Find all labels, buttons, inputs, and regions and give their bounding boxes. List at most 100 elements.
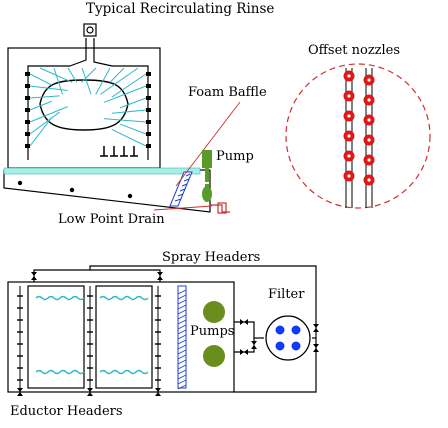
nozzle-center [347, 154, 351, 158]
baffle-hatch [177, 304, 187, 310]
nozzle-center [347, 94, 351, 98]
nozzle-center [347, 114, 351, 118]
pumps-icon [203, 301, 225, 367]
spray-ray [81, 67, 92, 95]
feed-inlet-icon [83, 23, 97, 37]
eductor-header-ticks [17, 295, 161, 381]
nozzle-icon [25, 96, 30, 100]
spray-ray [29, 95, 60, 99]
spray-headers-label: Spray Headers [162, 250, 261, 265]
baffle-hatch [177, 384, 187, 390]
nozzle-icon [146, 120, 151, 124]
bottom-nozzles [100, 146, 138, 157]
spray-rays [29, 67, 147, 147]
nozzle-center [347, 74, 351, 78]
spray-ray [29, 106, 68, 123]
spray-ray [67, 67, 78, 83]
spray-ray [111, 129, 147, 147]
spray-ray [95, 67, 111, 95]
spray-ray [29, 73, 52, 86]
baffle-hatch [177, 309, 187, 315]
nozzle-icon [146, 96, 151, 100]
foam-baffle-leader [175, 101, 241, 187]
nozzle-center [347, 174, 351, 178]
spray-ray [119, 123, 147, 135]
spray-ray [29, 117, 53, 147]
bottom-baffle [177, 285, 187, 390]
right-side-nozzles [146, 72, 151, 148]
valve-icon [240, 349, 248, 355]
valve-icon [313, 324, 319, 332]
baffle-hatch [177, 319, 187, 325]
nozzle-center [367, 118, 371, 122]
baffle-hatch [177, 369, 187, 375]
valve-icon [313, 344, 319, 352]
baffle-hatch [177, 379, 187, 385]
spray-wave-rows [35, 295, 149, 375]
valve-icon [31, 272, 37, 280]
spray-ray [100, 67, 139, 95]
baffle-hatch [177, 374, 187, 380]
offset-nozzles-label: Offset nozzles [308, 43, 401, 58]
low-point-drain-label: Low Point Drain [58, 212, 165, 227]
nozzle-center [347, 134, 351, 138]
eductor-header-lines [19, 286, 159, 388]
valve-icon [240, 319, 248, 325]
filter-icon [265, 315, 311, 361]
pump-label: Pump [216, 149, 254, 164]
baffle-hatch [177, 329, 187, 335]
valve-icon [17, 388, 23, 396]
valve-icon [251, 341, 257, 349]
reservoir-eductors [17, 180, 133, 199]
filter-label: Filter [268, 287, 305, 302]
nozzle-center [367, 138, 371, 142]
spray-ray [109, 67, 125, 83]
nozzle-icon [25, 84, 30, 88]
pump-icon [202, 150, 212, 202]
nozzle-icon [146, 132, 151, 136]
valve-icon [157, 272, 163, 280]
baffle-hatch [177, 294, 187, 300]
baffle-hatch [177, 349, 187, 355]
nozzle-icon [25, 132, 30, 136]
part-being-rinsed [39, 79, 129, 131]
baffle-hatch [177, 339, 187, 345]
nozzle-icon [146, 144, 151, 148]
baffle-hatch [177, 344, 187, 350]
foam-baffle-label: Foam Baffle [188, 85, 267, 100]
nozzle-center [367, 98, 371, 102]
spray-ray [29, 111, 60, 135]
baffle-hatch [177, 334, 187, 340]
baffle-hatch [177, 359, 187, 365]
low-point-drain-pipe [210, 202, 230, 214]
nozzle-icon [146, 84, 151, 88]
baffle-hatch [177, 289, 187, 295]
baffle-hatch [177, 354, 187, 360]
baffle-hatch [177, 299, 187, 305]
offset-nozzles-detail-circle [285, 63, 431, 209]
spray-ray [119, 97, 147, 109]
nozzle-icon [25, 144, 30, 148]
nozzle-icon [25, 72, 30, 76]
foam-baffle [169, 171, 193, 207]
spray-ray [103, 85, 147, 103]
spray-ray [111, 73, 147, 98]
spray-ray [81, 67, 97, 83]
nozzle-center [367, 158, 371, 162]
nozzle-icon [146, 108, 151, 112]
pumps-label: Pumps [190, 324, 235, 339]
nozzle-center [367, 78, 371, 82]
spray-ray [53, 67, 63, 95]
nozzle-icon [25, 108, 30, 112]
baffle-hatch [177, 364, 187, 370]
left-side-nozzles [25, 72, 30, 148]
baffle-hatch [177, 324, 187, 330]
nozzle-icon [146, 72, 151, 76]
title: Typical Recirculating Rinse [86, 1, 275, 17]
spray-ray [111, 109, 147, 114]
nozzle-icon [25, 120, 30, 124]
valve-icon [155, 388, 161, 396]
eductor-headers-label: Eductor Headers [10, 404, 123, 419]
